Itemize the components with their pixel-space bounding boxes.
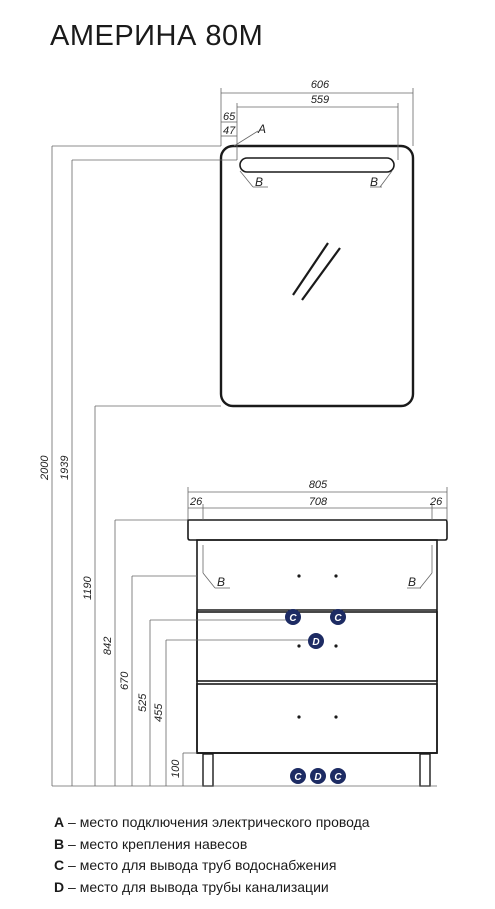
marker-d: D xyxy=(308,633,324,649)
cabinet-label-b-left: B xyxy=(217,575,225,589)
cabinet-label-b-right: B xyxy=(408,575,416,589)
mirror-label-b-left: B xyxy=(255,175,263,189)
dim-height-525: 525 xyxy=(137,693,149,712)
marker-floor-c-left: C xyxy=(290,768,306,784)
svg-text:D: D xyxy=(314,772,321,783)
handle-dot xyxy=(297,644,301,648)
dim-cabinet-width-708: 708 xyxy=(309,496,328,508)
handle-dot xyxy=(297,715,301,719)
mirror-label-a: A xyxy=(257,122,266,136)
legend-text: – место крепления навесов xyxy=(64,835,248,852)
mirror-light-strip xyxy=(239,157,395,173)
svg-text:C: C xyxy=(294,772,302,783)
legend-letter: B xyxy=(54,835,65,852)
svg-text:C: C xyxy=(334,613,342,624)
dim-height-2000: 2000 xyxy=(39,455,51,481)
handle-dot xyxy=(297,574,301,578)
marker-c-right: C xyxy=(330,609,346,625)
legend: A – место подключения электрического про… xyxy=(54,812,370,898)
mirror-reflection-mark-1 xyxy=(292,242,329,296)
dim-height-1939: 1939 xyxy=(59,456,71,480)
marker-c-left: C xyxy=(285,609,301,625)
legend-row-c: C – место для вывода труб водоснабжения xyxy=(54,855,370,877)
cabinet-leg-left xyxy=(202,753,214,787)
vanity-cabinet xyxy=(187,519,448,787)
marker-floor-c-right: C xyxy=(330,768,346,784)
svg-text:C: C xyxy=(289,613,297,624)
mirror xyxy=(219,144,415,408)
mirror-dimensions: 606 559 65 47 A B B xyxy=(220,79,414,189)
dim-height-455: 455 xyxy=(153,703,165,722)
dim-cabinet-width-805: 805 xyxy=(309,479,328,491)
dim-height-842: 842 xyxy=(102,637,114,655)
drawer-bottom xyxy=(196,683,438,754)
height-dimensions: 2000 1939 1190 842 670 525 455 100 xyxy=(39,145,437,787)
legend-text: – место подключения электрического прово… xyxy=(64,814,370,830)
handle-dot xyxy=(334,715,338,719)
legend-letter: C xyxy=(54,857,65,873)
mirror-reflection-mark-2 xyxy=(301,247,341,301)
legend-text: – место для вывода трубы канализации xyxy=(64,878,329,895)
page-title: АМЕРИНА 80М xyxy=(50,20,264,52)
sink-top xyxy=(187,519,448,541)
dim-mirror-offset-65: 65 xyxy=(223,111,236,123)
legend-letter: A xyxy=(54,814,65,830)
svg-text:C: C xyxy=(334,772,342,783)
marker-floor-d: D xyxy=(310,768,326,784)
mirror-frame xyxy=(219,144,415,408)
mirror-label-b-right: B xyxy=(370,175,378,189)
dim-cabinet-offset-left-26: 26 xyxy=(189,496,203,508)
dim-mirror-width-559: 559 xyxy=(311,94,329,106)
dim-height-1190: 1190 xyxy=(82,575,94,600)
drawer-top xyxy=(196,611,438,682)
cabinet-leg-right xyxy=(419,753,431,787)
dim-mirror-offset-47: 47 xyxy=(223,125,236,137)
svg-text:D: D xyxy=(312,637,319,648)
legend-row-d: D – место для вывода трубы канализации xyxy=(54,877,370,899)
handle-dot xyxy=(334,644,338,648)
dim-height-100: 100 xyxy=(170,759,182,778)
dim-height-670: 670 xyxy=(119,671,131,690)
legend-letter: D xyxy=(54,878,65,895)
legend-row-a: A – место подключения электрического про… xyxy=(54,812,370,834)
cabinet-dimensions: 805 708 26 26 B B xyxy=(187,479,448,589)
legend-text: – место для вывода труб водоснабжения xyxy=(64,857,337,873)
dim-cabinet-offset-right-26: 26 xyxy=(429,496,443,508)
handle-dot xyxy=(334,574,338,578)
dim-mirror-width-606: 606 xyxy=(311,79,330,91)
legend-row-b: B – место крепления навесов xyxy=(54,834,370,856)
